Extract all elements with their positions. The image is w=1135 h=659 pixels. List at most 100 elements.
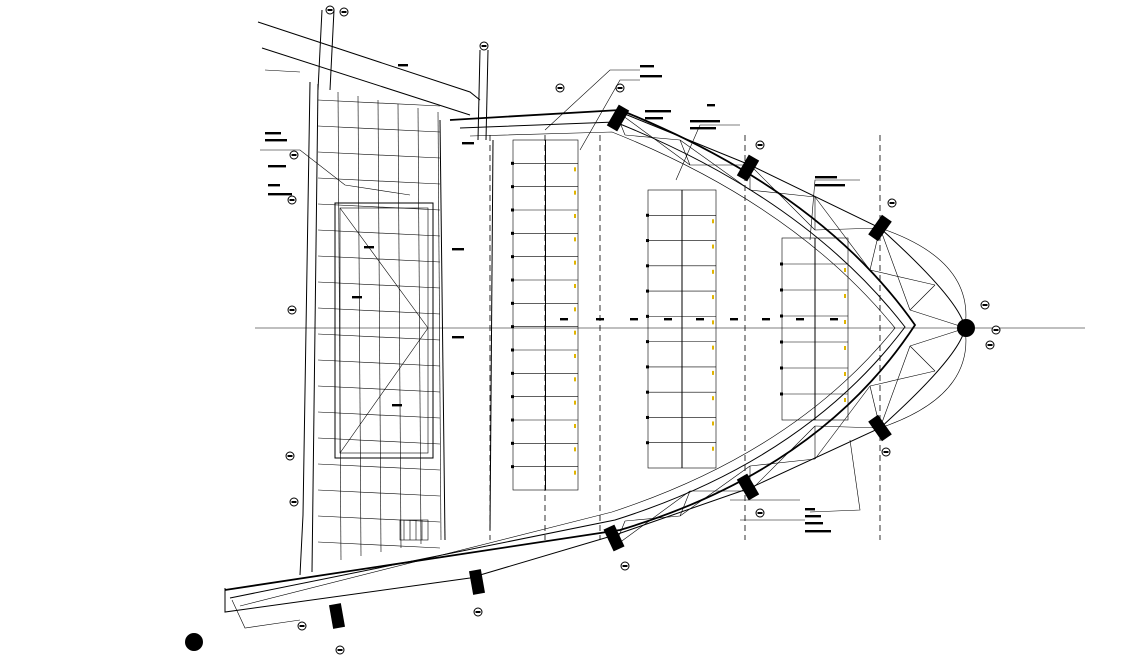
note-tag — [696, 318, 704, 321]
panel-tick — [574, 167, 576, 172]
panel-post — [780, 288, 783, 292]
plaza-row-line — [317, 307, 441, 315]
note-tag — [452, 248, 464, 251]
panel-post — [511, 395, 514, 399]
panel-tick — [844, 320, 846, 324]
column — [736, 154, 760, 182]
plaza-row-line — [317, 99, 441, 107]
panel-post — [780, 314, 783, 318]
grid-bubble-mark — [889, 202, 895, 204]
note-tag — [630, 318, 638, 321]
panel-post — [780, 392, 783, 396]
grid-bubble-mark — [291, 501, 297, 503]
grid-bubble-mark — [289, 309, 295, 311]
plaza-left-edge-inner — [311, 83, 319, 573]
grid-bubble-mark — [987, 344, 993, 346]
plaza-right-edge — [439, 119, 446, 541]
panel-tick — [712, 370, 714, 375]
plaza-top-edge — [257, 21, 481, 101]
column — [329, 603, 345, 629]
truss-web — [624, 134, 681, 141]
plaza-row-line — [317, 177, 441, 185]
panel-post — [511, 441, 514, 445]
grid-bubble-mark — [337, 649, 343, 651]
bay-edge-line — [489, 139, 494, 531]
note-tag — [265, 132, 281, 135]
south-walkway-ramp — [231, 599, 301, 629]
note-tag — [664, 318, 672, 321]
north-arrow-marker — [185, 633, 203, 651]
grid-bubbles — [285, 5, 1001, 655]
grid-bubble-mark — [341, 11, 347, 13]
court-diagonal-b — [339, 327, 429, 454]
column — [736, 473, 760, 501]
plaza-row-line — [317, 411, 441, 419]
note-tag — [805, 522, 823, 525]
panel-tick — [712, 219, 714, 224]
panel-tick — [844, 372, 846, 376]
panel-post — [511, 255, 514, 259]
note-tag — [398, 64, 408, 67]
panel-post — [511, 185, 514, 189]
grid-bubble-mark — [883, 451, 889, 453]
plaza-row-line — [317, 151, 441, 159]
panel-tick — [574, 214, 576, 218]
panel-post — [646, 340, 649, 344]
structural-columns — [329, 104, 892, 629]
panel-post — [646, 264, 649, 268]
note-tag — [815, 176, 837, 179]
note-tag — [645, 110, 671, 113]
grid-bubble-mark — [617, 87, 623, 89]
south-walkway — [224, 534, 616, 613]
note-tag — [640, 65, 654, 68]
truss-web — [814, 196, 871, 271]
plaza-row-line — [317, 125, 441, 133]
plaza-col-line — [437, 111, 442, 541]
panel-tick — [574, 354, 576, 358]
note-tag — [265, 139, 287, 142]
panel-post — [511, 231, 514, 235]
panel-tick — [574, 330, 576, 335]
panel-tick — [574, 284, 576, 288]
roof-structure — [224, 109, 967, 629]
plaza-row-line — [317, 463, 441, 471]
panel-post — [511, 465, 514, 469]
note-tag — [762, 318, 770, 321]
grid-bubble-mark — [481, 45, 487, 47]
plaza-row-line — [317, 437, 441, 445]
grid-bubble-mark — [287, 455, 293, 457]
grid-bubble-mark — [291, 154, 297, 156]
tip-column — [957, 319, 975, 337]
column — [603, 524, 625, 552]
note-tag — [830, 318, 838, 321]
note-tag — [364, 246, 374, 249]
panel-post — [511, 161, 514, 165]
note-tag — [690, 127, 716, 130]
note-tag — [268, 184, 280, 187]
panel-post — [511, 348, 514, 352]
plaza-grid-lines — [317, 91, 442, 561]
grid-bubble-mark — [289, 199, 295, 201]
panel-tick — [574, 447, 576, 452]
panel-tick — [712, 345, 714, 350]
plaza-row-line — [317, 541, 441, 549]
panel-tick — [574, 424, 576, 428]
grid-bubble-mark — [475, 611, 481, 613]
roof-edge-inner-1 — [229, 121, 906, 599]
plaza-left-edge — [299, 81, 311, 576]
panel-tick — [712, 421, 714, 426]
panel-post — [646, 415, 649, 419]
truss-post — [909, 345, 936, 372]
court-diagonal-a — [339, 207, 429, 329]
truss-web — [879, 227, 911, 311]
truss-web — [814, 227, 881, 231]
panel-tick — [712, 446, 714, 451]
truss-web — [869, 370, 936, 387]
note-tag — [805, 515, 821, 518]
inner-court — [334, 202, 434, 459]
grid-bubble-mark — [622, 565, 628, 567]
grid-bubble-mark — [757, 512, 763, 514]
plaza-grid — [257, 21, 481, 576]
column — [868, 414, 892, 442]
